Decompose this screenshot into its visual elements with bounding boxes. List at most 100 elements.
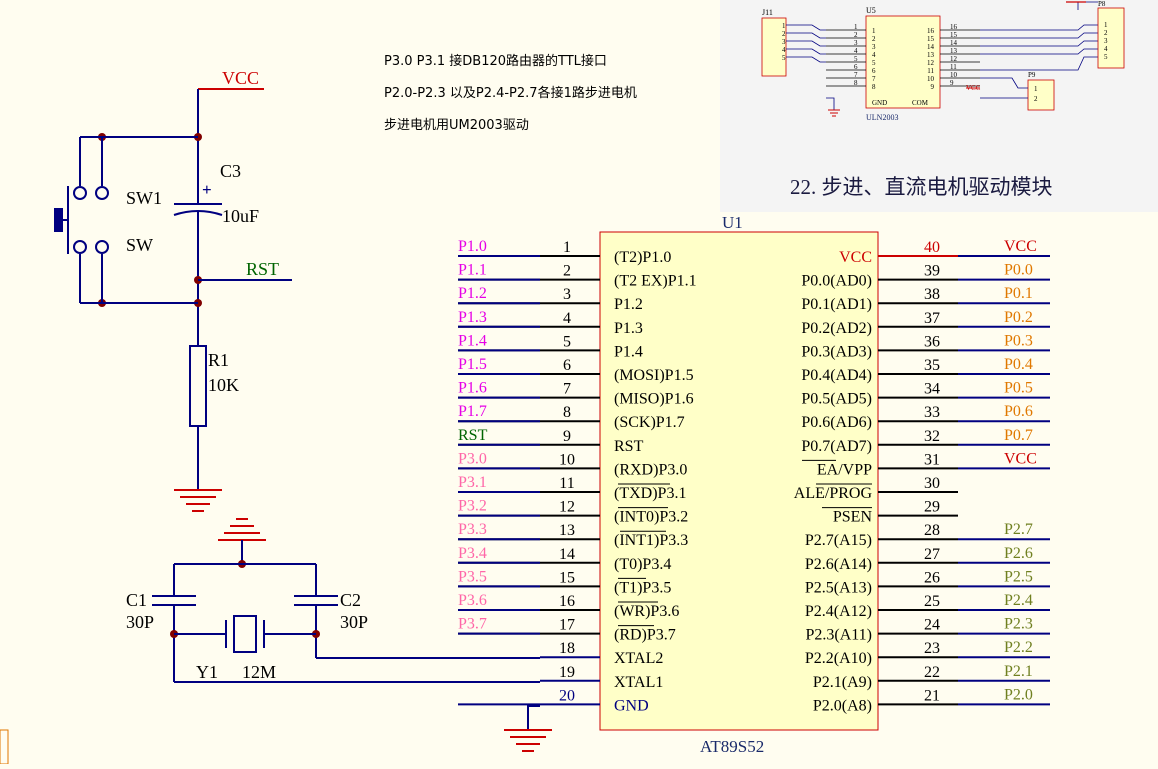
- p8-vcc-label: VCC: [1068, 0, 1080, 1]
- r1-ref: R1: [208, 350, 229, 370]
- reset-circuit: VCC + C3 10uF SW1 SW: [54, 68, 292, 512]
- pin-number-26: 26: [924, 569, 940, 586]
- net-label-P1.1: P1.1: [458, 262, 487, 279]
- r1-value: 10K: [208, 375, 239, 395]
- u5-left-pin-num-1: 1: [854, 23, 858, 31]
- p9-pin-2: 2: [1034, 95, 1038, 103]
- pin-name-9: RST: [614, 438, 644, 455]
- reset-vcc-label: VCC: [222, 68, 259, 88]
- u5-left-pin-name-5: 5: [872, 59, 876, 67]
- pin-name-5: P1.4: [614, 343, 643, 360]
- pin-number-6: 6: [563, 357, 571, 374]
- u5-part: ULN2003: [866, 113, 898, 122]
- p8-ref: P8: [1098, 0, 1106, 8]
- sw1-ref: SW1: [126, 188, 162, 208]
- u5-left-pin-num-3: 3: [854, 39, 858, 47]
- net-label-P0.7-32: P0.7: [1004, 427, 1033, 444]
- pin-number-11: 11: [559, 475, 574, 492]
- y1-body: [233, 615, 257, 653]
- c1-value: 30P: [126, 612, 154, 632]
- u5-left-pin-name-2: 2: [872, 35, 876, 43]
- net-label-P2.0-21: P2.0: [1004, 686, 1033, 703]
- rst-net-label: RST: [246, 259, 279, 279]
- net-label-P2.7-28: P2.7: [1004, 521, 1033, 538]
- net-label-P2.2-23: P2.2: [1004, 639, 1033, 656]
- sw1-contact-1: [73, 186, 87, 200]
- net-label-P3.3: P3.3: [458, 521, 487, 538]
- j11-ref: J11: [762, 8, 773, 17]
- pin-name-11: (TXD)P3.1: [614, 485, 686, 502]
- u5-right-pin-name-9: 9: [931, 83, 935, 91]
- pin-number-16: 16: [559, 593, 575, 610]
- p8-pin-5: 5: [1104, 53, 1108, 61]
- u5-left-pin-num-8: 8: [854, 79, 858, 87]
- u5-right-pin-num-9: 9: [950, 79, 954, 87]
- net-label-P3.7: P3.7: [458, 616, 487, 633]
- pin-number-18: 18: [559, 640, 575, 657]
- u5-right-pin-num-14: 14: [950, 39, 958, 47]
- p8-pin-1: 1: [1104, 21, 1108, 29]
- pin-name-38: P0.1(AD1): [801, 296, 872, 313]
- u5-com-label: COM: [912, 99, 929, 107]
- net-label-P0.4-35: P0.4: [1004, 356, 1033, 373]
- net-label-P2.4-25: P2.4: [1004, 592, 1033, 609]
- pin-number-19: 19: [559, 664, 575, 681]
- c1-ref: C1: [126, 590, 147, 610]
- net-label-P1.2: P1.2: [458, 285, 487, 302]
- y1-value: 12M: [242, 662, 276, 682]
- pin-name-8: (SCK)P1.7: [614, 414, 685, 431]
- j11-pin-4: 4: [782, 46, 786, 54]
- u5-right-pin-name-15: 15: [927, 35, 935, 43]
- sw1-type: SW: [126, 235, 153, 255]
- pin-name-19: XTAL1: [614, 674, 663, 691]
- pin-name-14: (T0)P3.4: [614, 556, 671, 573]
- u5-gnd-wire: [826, 97, 835, 110]
- pin-number-23: 23: [924, 640, 940, 657]
- u5-right-pin-num-11: 11: [950, 63, 957, 71]
- u5-gnd-label: GND: [872, 99, 887, 107]
- net-label-VCC-40: VCC: [1004, 238, 1037, 255]
- pin-number-31: 31: [924, 451, 940, 468]
- u1-ref: U1: [722, 213, 743, 232]
- net-label-P0.5-34: P0.5: [1004, 380, 1033, 397]
- pin-number-27: 27: [924, 546, 940, 563]
- pin-name-31: EA/VPP: [817, 461, 872, 478]
- pin-number-37: 37: [924, 310, 940, 327]
- u5-left-pin-name-7: 7: [872, 75, 876, 83]
- j11-body: [761, 17, 787, 77]
- note-3: 步进电机用UM2003驱动: [384, 118, 529, 133]
- pin-number-33: 33: [924, 404, 940, 421]
- p9-ref: P9: [1028, 71, 1036, 79]
- pin-name-6: (MOSI)P1.5: [614, 367, 694, 384]
- pin-name-1: (T2)P1.0: [614, 249, 671, 266]
- pin-name-15: (T1)P3.5: [614, 579, 671, 596]
- c2-ref: C2: [340, 590, 361, 610]
- u5-right-pin-name-10: 10: [927, 75, 935, 83]
- pin-number-7: 7: [563, 381, 571, 398]
- u5-right-pin-name-12: 12: [927, 59, 935, 67]
- j11-pin-5: 5: [782, 54, 786, 62]
- u1-left-pins: 1(T2)P1.0P1.02(T2 EX)P1.1P1.13P1.2P1.24P…: [458, 238, 697, 714]
- pin-number-5: 5: [563, 333, 571, 350]
- net-label-P3.4: P3.4: [458, 545, 487, 562]
- pin-name-18: XTAL2: [614, 650, 663, 667]
- pin-name-30: ALE/PROG: [794, 485, 873, 502]
- p9-pins: 12: [1034, 85, 1038, 103]
- sw1-contact-2: [95, 186, 109, 200]
- u5-right-pin-name-14: 14: [927, 43, 935, 51]
- pin-number-20: 20: [559, 687, 575, 704]
- j11-pin-3: 3: [782, 38, 786, 46]
- module-caption: 22. 步进、直流电机驱动模块: [790, 175, 1053, 199]
- u5-right-pin-name-11: 11: [927, 67, 934, 75]
- sw1-contact-4: [95, 240, 109, 254]
- pin-number-13: 13: [559, 522, 575, 539]
- pin-name-13: (INT1)P3.3: [614, 532, 688, 549]
- pin-name-4: P1.3: [614, 320, 643, 337]
- net-label-P2.3-24: P2.3: [1004, 616, 1033, 633]
- pin-name-21: P2.0(A8): [813, 697, 872, 714]
- crystal-circuit: C1 30P C2 30P Y1 12M: [126, 518, 540, 683]
- pin-number-14: 14: [559, 546, 575, 563]
